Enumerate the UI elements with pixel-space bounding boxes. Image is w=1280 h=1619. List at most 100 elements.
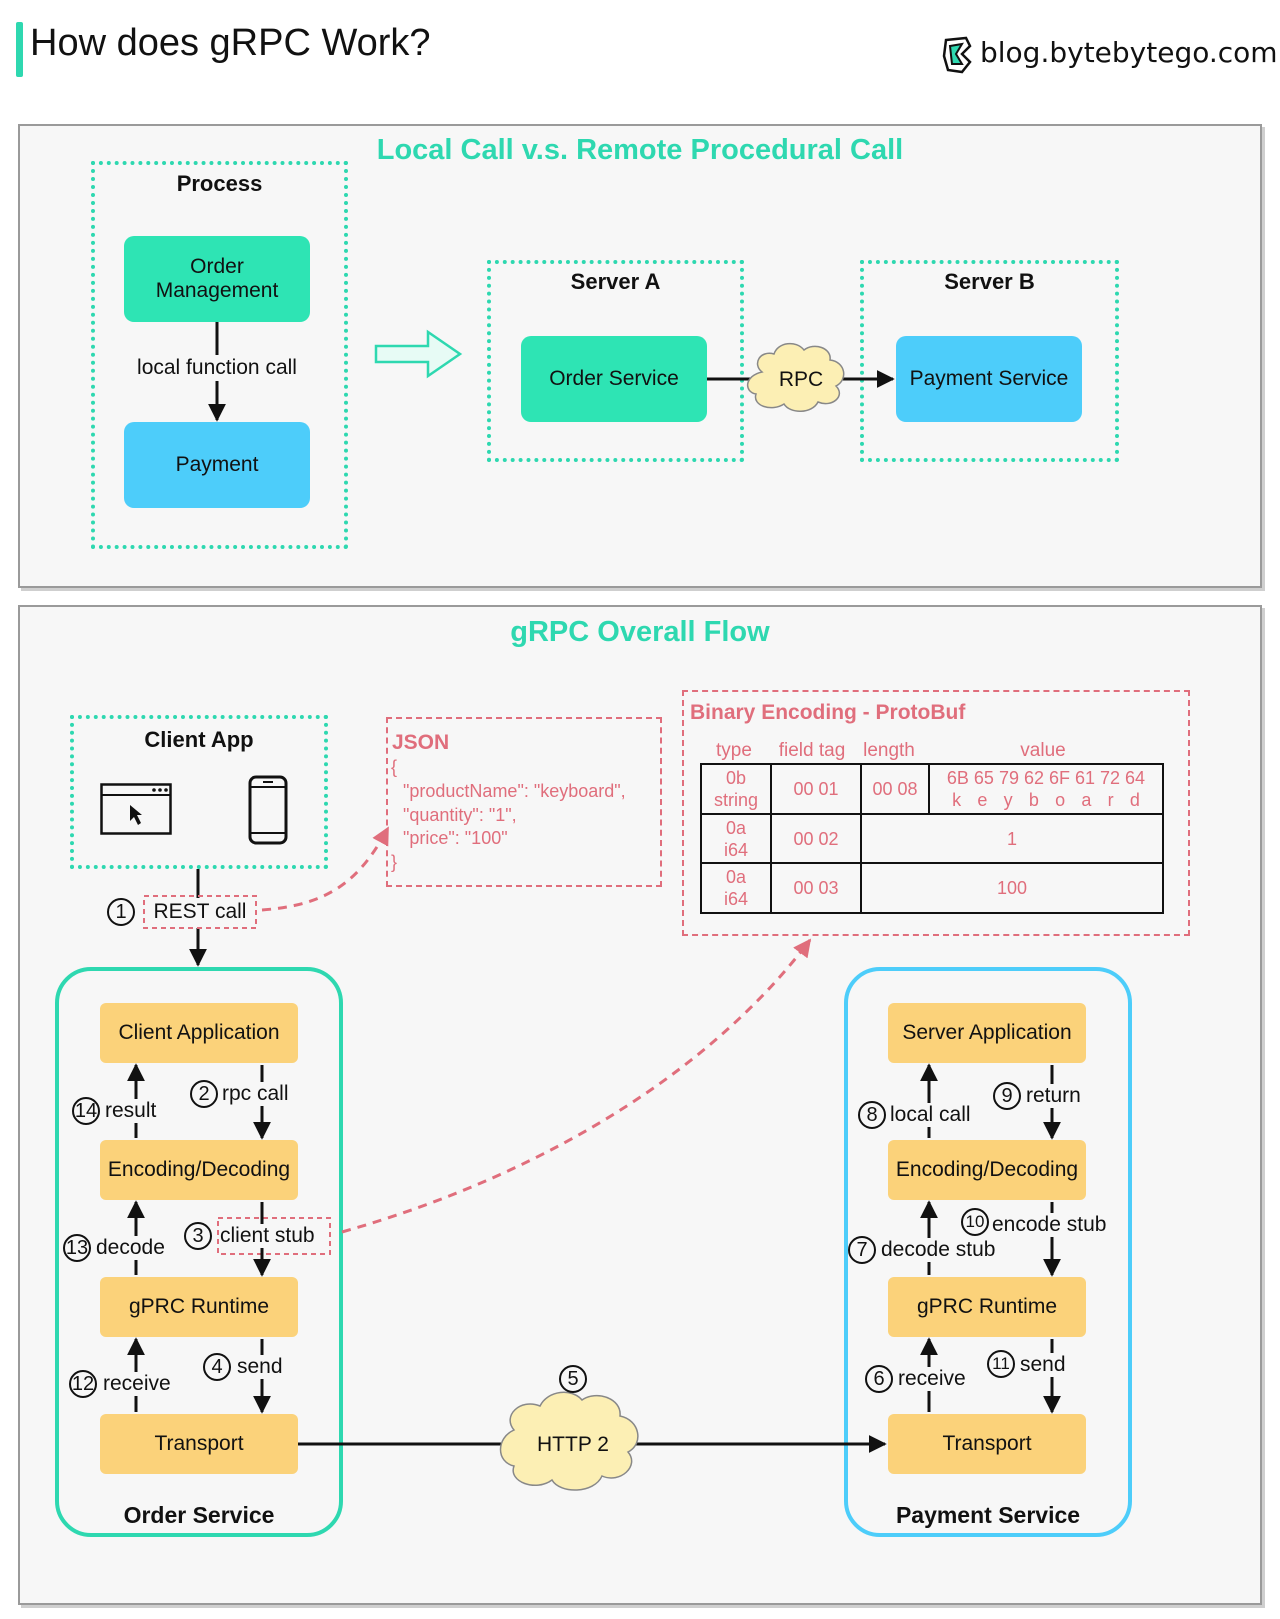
protobuf-container	[682, 690, 1190, 936]
step-12-number: 12	[69, 1370, 97, 1398]
server-application-box: Server Application	[888, 1003, 1086, 1063]
step-5-number: 5	[559, 1365, 587, 1393]
protobuf-value-char: o	[1055, 790, 1066, 810]
protobuf-value-cell: 6B 65 79 62 6F 61 72 64 k e y b o a r d	[928, 763, 1164, 815]
protobuf-value-char: r	[1107, 790, 1114, 810]
protobuf-value-hex: 6B 65 79 62 6F 61 72 64	[946, 768, 1146, 788]
protobuf-value-char: k	[952, 790, 962, 810]
process-container	[91, 161, 348, 549]
step-14-number: 14	[72, 1097, 100, 1125]
protobuf-type-name: i64	[723, 889, 749, 909]
brand-url: blog.bytebytego.com	[980, 36, 1278, 69]
step-7-number: 7	[848, 1236, 876, 1264]
server-transport-box: Transport	[888, 1414, 1086, 1474]
rest-call-dashed-box	[143, 895, 257, 929]
protobuf-header-type: type	[716, 740, 752, 761]
protobuf-type-cell: 0a i64	[700, 862, 772, 914]
step-13-label: decode	[96, 1236, 165, 1260]
server-b-label: Server B	[944, 269, 1035, 294]
protobuf-length-cell: 00 08	[860, 763, 930, 815]
protobuf-type-code: 0b	[725, 768, 747, 788]
payment-service-label: Payment Service	[895, 1501, 1081, 1528]
protobuf-value-cell: 1	[860, 813, 1164, 864]
json-line-product-name: "productName": "keyboard",	[403, 781, 626, 801]
step-3-number: 3	[184, 1222, 212, 1250]
step-2-label: rpc call	[222, 1082, 289, 1106]
client-stub-dashed-box	[217, 1217, 331, 1255]
step-1-number: 1	[107, 898, 135, 926]
local-function-call-label: local function call	[117, 355, 317, 381]
step-8-number: 8	[858, 1101, 886, 1129]
browser-window-icon	[100, 783, 172, 835]
protobuf-value-chars: k e y b o a r d	[930, 789, 1162, 811]
protobuf-table: 0b string 00 01 00 08 6B 65 79 62 6F 61 …	[700, 763, 1164, 914]
http2-cloud-icon	[499, 1391, 639, 1491]
protobuf-header-value: value	[1020, 740, 1066, 761]
step-14-label: result	[105, 1099, 157, 1123]
json-container	[386, 717, 662, 887]
step-1-label: REST call	[153, 900, 247, 923]
server-encoding-decoding-box: Encoding/Decoding	[888, 1140, 1086, 1200]
step-8-label: local call	[890, 1103, 971, 1127]
server-a-label: Server A	[570, 269, 661, 294]
protobuf-row: 0a i64 00 03 100	[700, 862, 1164, 914]
client-runtime-box: gPRC Runtime	[100, 1277, 298, 1337]
protobuf-header-field-tag: field tag	[778, 740, 846, 761]
payment-box: Payment	[124, 422, 310, 508]
protobuf-value-char: y	[1003, 790, 1013, 810]
protobuf-title: Binary Encoding - ProtoBuf	[690, 701, 966, 724]
step-11-label: send	[1020, 1353, 1066, 1377]
server-a-container	[487, 260, 744, 462]
order-service-label: Order Service	[123, 1501, 275, 1528]
client-transport-box: Transport	[100, 1414, 298, 1474]
overall-flow-title: gRPC Overall Flow	[510, 615, 770, 648]
protobuf-type-cell: 0a i64	[700, 813, 772, 864]
http2-label: HTTP 2	[537, 1433, 609, 1456]
json-line-open: {	[391, 757, 398, 777]
protobuf-field-tag-cell: 00 01	[770, 763, 862, 815]
server-b-container	[860, 260, 1119, 462]
order-service-container	[55, 967, 343, 1537]
step-10-number: 10	[961, 1208, 989, 1236]
protobuf-type-name: i64	[723, 839, 749, 860]
protobuf-value-char: a	[1081, 790, 1092, 810]
protobuf-value-char: b	[1028, 790, 1039, 810]
step-2-number: 2	[190, 1080, 218, 1108]
order-management-box: Order Management	[124, 236, 310, 322]
server-runtime-box: gPRC Runtime	[888, 1277, 1086, 1337]
json-line-quantity: "quantity": "1",	[403, 805, 517, 825]
step-7-label: decode stub	[881, 1238, 996, 1262]
protobuf-type-name: string	[713, 790, 758, 810]
protobuf-type-cell: 0b string	[700, 763, 772, 815]
step-6-number: 6	[865, 1365, 893, 1393]
payment-service-box: Payment Service	[896, 336, 1082, 422]
protobuf-value-char: d	[1129, 790, 1140, 810]
rpc-label: RPC	[779, 368, 823, 391]
protobuf-field-tag-cell: 00 02	[770, 813, 862, 864]
rpc-cloud-icon	[747, 342, 845, 412]
step-10-label: encode stub	[992, 1213, 1107, 1237]
protobuf-value-cell: 100	[860, 862, 1164, 914]
page-title: How does gRPC Work?	[30, 22, 431, 64]
protobuf-value-char: e	[977, 790, 988, 810]
protobuf-field-tag-cell: 00 03	[770, 862, 862, 914]
protobuf-type-code: 0a	[725, 817, 747, 838]
protobuf-type-code: 0a	[725, 867, 747, 887]
step-12-label: receive	[103, 1372, 171, 1396]
order-service-box: Order Service	[521, 336, 707, 422]
process-label: Process	[176, 171, 263, 196]
smartphone-icon	[248, 775, 288, 845]
local-vs-remote-title: Local Call v.s. Remote Procedural Call	[376, 133, 904, 166]
step-3-label: client stub	[220, 1224, 315, 1248]
client-application-box: Client Application	[100, 1003, 298, 1063]
transition-arrow-icon	[374, 329, 463, 379]
json-title: JSON	[392, 731, 450, 754]
client-app-label: Client App	[144, 727, 254, 752]
step-11-number: 11	[987, 1350, 1015, 1378]
stub-to-protobuf-connector	[341, 938, 812, 1234]
protobuf-header-length: length	[863, 740, 915, 761]
protobuf-row: 0a i64 00 02 1	[700, 813, 1164, 864]
bytebytego-logo-icon	[942, 36, 972, 74]
step-9-number: 9	[993, 1082, 1021, 1110]
